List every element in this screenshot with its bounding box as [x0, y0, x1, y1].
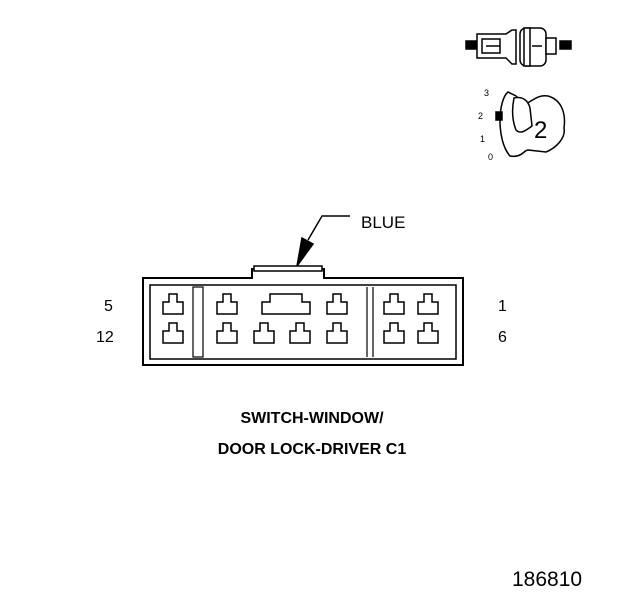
locator-scale-0: 0: [488, 152, 493, 162]
cavity-right-bottom-1: [383, 322, 405, 344]
cavity-mid-bottom-2: [253, 322, 275, 344]
cavity-right-top-1: [383, 293, 405, 315]
cavity-mid-top-wide: [261, 293, 311, 315]
pin-number-left-top: 5: [104, 298, 113, 315]
locator-scale-3: 3: [484, 88, 489, 98]
color-leader-arrow: [296, 215, 350, 267]
cavity-left-bottom: [162, 322, 184, 344]
cavity-mid-bottom-1: [216, 322, 238, 344]
locator-scale-1: 1: [480, 134, 485, 144]
locator-position-number: 2: [534, 117, 547, 144]
pin-number-right-bottom: 6: [498, 329, 507, 346]
pin-number-left-bottom: 12: [96, 329, 114, 346]
cavity-right-bottom-2: [417, 322, 439, 344]
figure-number: 186810: [512, 568, 583, 591]
cavity-left-top: [162, 293, 184, 315]
cavity-mid-bottom-3: [289, 322, 311, 344]
wire-color-label: BLUE: [361, 213, 406, 232]
locator-scale-2: 2: [478, 111, 483, 121]
connector-side-view-icon: [465, 27, 572, 67]
locator-icon: [495, 91, 566, 158]
cavity-mid-bottom-4: [326, 322, 348, 344]
cavity-right-top-2: [417, 293, 439, 315]
pin-number-right-top: 1: [498, 298, 507, 315]
cavity-mid-top-4: [326, 293, 348, 315]
terminal-cavities: [162, 293, 439, 344]
connector-title-line-2: DOOR LOCK-DRIVER C1: [217, 441, 407, 458]
cavity-mid-top-1: [216, 293, 238, 315]
connector-title-line-1: SWITCH-WINDOW/: [240, 410, 384, 427]
connector-face: [142, 265, 464, 366]
